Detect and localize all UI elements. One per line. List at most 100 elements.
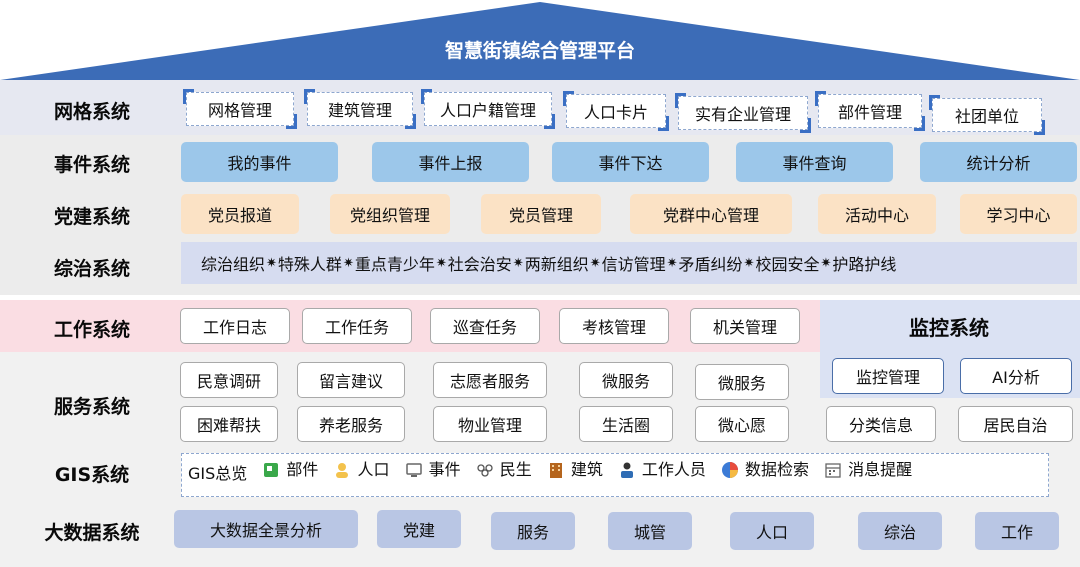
monitor-item[interactable]: 居民自治 <box>958 406 1073 442</box>
event-item[interactable]: 事件上报 <box>372 142 529 182</box>
party-item[interactable]: 活动中心 <box>818 194 936 234</box>
party-item[interactable]: 党组织管理 <box>330 194 450 234</box>
gis-item-overview[interactable]: GIS总览 <box>188 464 247 484</box>
event-system-label: 事件系统 <box>53 154 130 176</box>
bigdata-item[interactable]: 工作 <box>975 512 1059 550</box>
work-system-label: 工作系统 <box>53 319 130 341</box>
component-icon <box>264 463 279 477</box>
gis-items-bar: GIS总览 部件 人口 事件 民生 建筑 工作人员 数据检索 消息提醒 <box>181 453 1049 497</box>
monitor-item[interactable]: AI分析 <box>960 358 1072 394</box>
calendar-icon <box>825 463 841 478</box>
grid-item[interactable]: 网格管理 <box>183 89 297 129</box>
separator-star: ✷ <box>820 255 832 271</box>
bigdata-item[interactable]: 城管 <box>608 512 692 550</box>
service-item[interactable]: 志愿者服务 <box>433 362 547 398</box>
roof-banner <box>0 2 1080 80</box>
service-system-label: 服务系统 <box>53 396 130 418</box>
gis-item-label: 民生 <box>499 460 532 479</box>
gis-item-population[interactable]: 人口 <box>333 460 390 480</box>
gov-items-bar: 综治组织✷ 特殊人群✷ 重点青少年✷ 社会治安✷ 两新组织✷ 信访管理✷ 矛盾纠… <box>181 242 1077 284</box>
party-item[interactable]: 党员报道 <box>181 194 299 234</box>
grid-item[interactable]: 人口户籍管理 <box>421 89 555 129</box>
person-icon <box>336 463 349 478</box>
grid-item[interactable]: 建筑管理 <box>304 89 416 129</box>
gov-item[interactable]: 信访管理 <box>601 255 666 274</box>
grid-item[interactable]: 社团单位 <box>929 95 1045 135</box>
gis-item-message[interactable]: 消息提醒 <box>824 460 912 480</box>
grid-item[interactable]: 实有企业管理 <box>675 93 811 133</box>
separator-star: ✷ <box>589 255 601 271</box>
gov-item[interactable]: 社会治安 <box>447 255 512 274</box>
party-item[interactable]: 党员管理 <box>481 194 601 234</box>
people-group-icon <box>477 464 493 477</box>
gis-item-search[interactable]: 数据检索 <box>721 460 809 480</box>
event-item[interactable]: 事件下达 <box>552 142 709 182</box>
gis-item-label: GIS总览 <box>188 464 248 483</box>
work-item[interactable]: 工作任务 <box>302 308 412 344</box>
separator-star: ✷ <box>512 255 524 271</box>
service-item[interactable]: 养老服务 <box>297 406 405 442</box>
event-item[interactable]: 事件查询 <box>736 142 893 182</box>
party-item[interactable]: 党群中心管理 <box>630 194 792 234</box>
bigdata-item[interactable]: 服务 <box>491 512 575 550</box>
gov-item[interactable]: 综治组织 <box>201 255 266 274</box>
service-item[interactable]: 民意调研 <box>180 362 278 398</box>
gov-item[interactable]: 两新组织 <box>524 255 589 274</box>
monitor-item[interactable]: 监控管理 <box>832 358 944 394</box>
gis-item-component[interactable]: 部件 <box>262 460 318 480</box>
work-item[interactable]: 考核管理 <box>559 308 669 344</box>
gis-item-label: 工作人员 <box>641 460 706 479</box>
gis-item-label: 建筑 <box>570 460 603 479</box>
service-item[interactable]: 微服务 <box>579 362 673 398</box>
gis-item-label: 人口 <box>357 460 390 479</box>
grid-item[interactable]: 人口卡片 <box>563 91 669 131</box>
gis-item-staff[interactable]: 工作人员 <box>618 460 706 480</box>
monitor-icon <box>405 463 422 477</box>
bigdata-item[interactable]: 综治 <box>858 512 942 550</box>
service-item[interactable]: 生活圈 <box>579 406 673 442</box>
bigdata-item[interactable]: 人口 <box>730 512 814 550</box>
grid-system-label: 网格系统 <box>53 101 130 123</box>
building-icon <box>549 463 562 478</box>
platform-title: 智慧街镇综合管理平台 <box>444 40 635 62</box>
gis-item-building[interactable]: 建筑 <box>547 460 603 480</box>
gis-item-event[interactable]: 事件 <box>405 460 461 480</box>
service-item[interactable]: 留言建议 <box>297 362 405 398</box>
separator-star: ✷ <box>266 255 277 271</box>
gov-item[interactable]: 护路护线 <box>832 255 897 274</box>
gov-item[interactable]: 矛盾纠纷 <box>678 255 743 274</box>
monitor-item[interactable]: 分类信息 <box>826 406 936 442</box>
gis-item-livelihood[interactable]: 民生 <box>476 460 532 480</box>
gis-item-label: 事件 <box>428 460 461 479</box>
party-system-label: 党建系统 <box>53 206 130 228</box>
work-item[interactable]: 工作日志 <box>180 308 290 344</box>
pie-chart-icon <box>722 462 739 478</box>
gis-system-label: GIS系统 <box>54 464 130 486</box>
gov-system-label: 综治系统 <box>53 258 130 280</box>
gis-item-label: 消息提醒 <box>848 460 913 479</box>
service-band <box>0 352 820 452</box>
separator-star: ✷ <box>435 255 447 271</box>
bigdata-system-label: 大数据系统 <box>44 522 140 544</box>
bigdata-item[interactable]: 大数据全景分析 <box>174 510 358 548</box>
service-item[interactable]: 微服务 <box>695 364 789 400</box>
service-item[interactable]: 物业管理 <box>433 406 547 442</box>
separator-star: ✷ <box>666 255 678 271</box>
staff-icon <box>620 462 633 478</box>
work-item[interactable]: 巡查任务 <box>430 308 540 344</box>
grid-item[interactable]: 部件管理 <box>815 91 925 131</box>
gov-item[interactable]: 特殊人群 <box>277 255 342 274</box>
work-item[interactable]: 机关管理 <box>690 308 800 344</box>
separator-star: ✷ <box>743 255 755 271</box>
bigdata-item[interactable]: 党建 <box>377 510 461 548</box>
gis-item-label: 部件 <box>286 460 319 479</box>
party-item[interactable]: 学习中心 <box>960 194 1077 234</box>
monitor-system-title: 监控系统 <box>909 316 989 340</box>
event-item[interactable]: 我的事件 <box>181 142 338 182</box>
service-item[interactable]: 微心愿 <box>695 406 789 442</box>
gis-item-label: 数据检索 <box>745 460 810 479</box>
gov-item[interactable]: 重点青少年 <box>354 255 435 274</box>
event-item[interactable]: 统计分析 <box>920 142 1077 182</box>
service-item[interactable]: 困难帮扶 <box>180 406 278 442</box>
gov-item[interactable]: 校园安全 <box>755 255 820 274</box>
